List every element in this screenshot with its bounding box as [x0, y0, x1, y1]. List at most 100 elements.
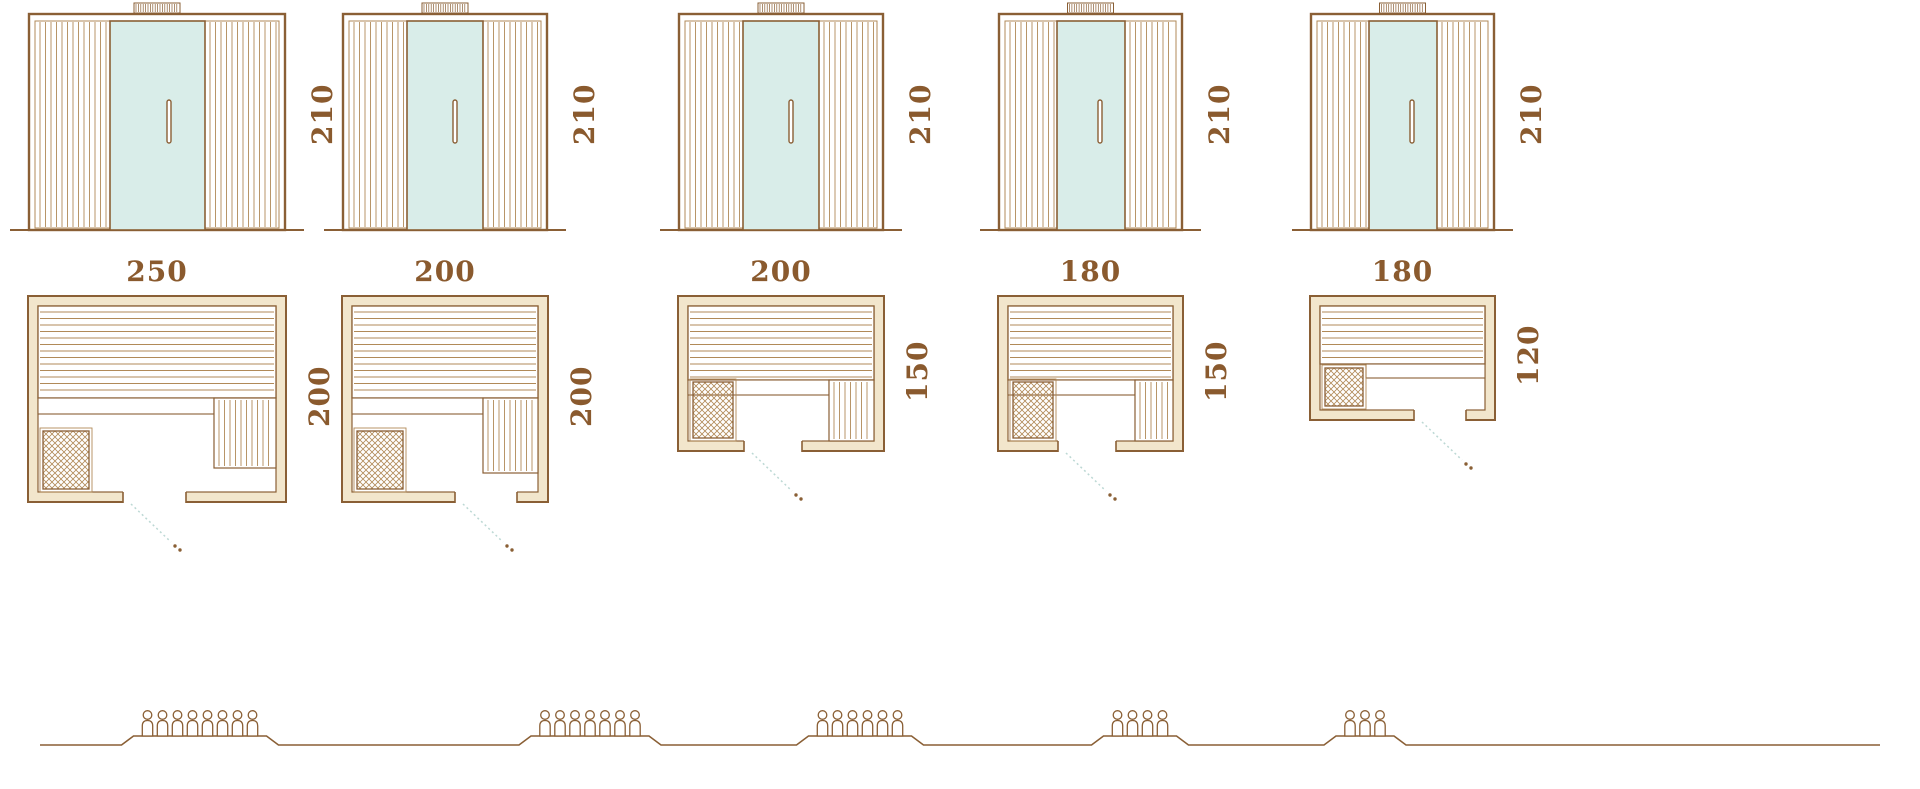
width-dimension-label: 180 [1371, 255, 1434, 288]
person-icon [1359, 710, 1371, 737]
door-opening [454, 490, 518, 505]
front-elevation [1290, 0, 1515, 236]
slat-panel [1004, 20, 1058, 229]
person-icon [614, 710, 626, 737]
slat-panel [1436, 20, 1489, 229]
person-icon [171, 710, 184, 737]
slat-panel [818, 20, 878, 229]
door-opening [743, 439, 803, 454]
person-icon [629, 710, 641, 737]
slat-panel [204, 20, 280, 229]
sauna-column-2: 210 200 200 [324, 0, 628, 570]
heater-icon [353, 427, 407, 493]
person-icon [1141, 710, 1154, 737]
person-icon [1126, 710, 1139, 737]
door-swing-icon [462, 503, 514, 552]
person-icon [201, 710, 214, 737]
person-icon [846, 710, 859, 737]
bench-step [351, 397, 484, 415]
person-icon [156, 710, 169, 737]
person-icon [554, 710, 566, 737]
ground-line [40, 735, 1880, 746]
slat-panel [34, 20, 111, 229]
heater-icon [689, 378, 737, 442]
front-elevation [322, 0, 568, 236]
person-icon [1156, 710, 1169, 737]
person-icon [141, 710, 154, 737]
person-icon [891, 710, 904, 737]
sauna-column-5: 210 180 120 [1292, 0, 1575, 570]
heater-icon [39, 427, 93, 493]
slat-panel [482, 20, 542, 229]
upper-bench [1319, 305, 1486, 365]
front-elevation [658, 0, 904, 236]
roof-vent-icon [133, 2, 181, 14]
height-dimension-label: 210 [1203, 83, 1236, 145]
person-icon [861, 710, 874, 737]
side-bench [482, 397, 539, 474]
person-icon [599, 710, 611, 737]
upper-bench [351, 305, 539, 399]
upper-bench [687, 305, 875, 381]
width-dimension-label: 250 [126, 255, 188, 288]
person-icon [216, 710, 229, 737]
person-icon [1344, 710, 1356, 737]
floor-plan [673, 294, 889, 519]
roof-vent-icon [1379, 2, 1426, 14]
floor-plan [1305, 294, 1500, 488]
door-handle-icon [788, 99, 794, 144]
upper-bench [37, 305, 277, 399]
glass-door [109, 20, 206, 231]
door-handle-icon [1097, 99, 1103, 144]
floor-plan [993, 294, 1188, 519]
capacity-figures-row [0, 640, 1920, 789]
door-swing-icon [1065, 452, 1117, 501]
roof-vent-icon [1067, 2, 1114, 14]
door-opening [1413, 408, 1467, 423]
sauna-column-3: 210 200 150 [660, 0, 964, 570]
slat-panel [1316, 20, 1370, 229]
glass-door [1368, 20, 1438, 231]
width-dimension-label: 180 [1059, 255, 1122, 288]
person-icon [1111, 710, 1124, 737]
glass-door [1056, 20, 1126, 231]
slat-panel [348, 20, 408, 229]
door-swing-icon [130, 503, 182, 552]
depth-dimension-label: 200 [303, 365, 336, 427]
side-bench [213, 397, 277, 469]
heater-icon [1321, 364, 1367, 410]
heater-icon [1009, 378, 1057, 442]
door-handle-icon [452, 99, 458, 144]
roof-vent-icon [757, 2, 805, 14]
door-handle-icon [1409, 99, 1415, 144]
height-dimension-label: 210 [1515, 83, 1548, 145]
depth-dimension-label: 120 [1512, 324, 1545, 386]
person-icon [231, 710, 244, 737]
upper-bench [1007, 305, 1174, 381]
glass-door [742, 20, 820, 231]
side-bench [1134, 379, 1174, 442]
slat-panel [684, 20, 744, 229]
person-icon [876, 710, 889, 737]
front-elevation [978, 0, 1203, 236]
door-opening [122, 490, 187, 505]
person-icon [246, 710, 259, 737]
floor-plan [23, 294, 291, 570]
depth-dimension-label: 150 [901, 340, 934, 402]
person-icon [539, 710, 551, 737]
door-swing-icon [751, 452, 803, 501]
front-elevation [8, 0, 306, 236]
height-dimension-label: 210 [568, 83, 601, 145]
glass-door [406, 20, 484, 231]
depth-dimension-label: 150 [1200, 340, 1233, 402]
height-dimension-label: 210 [904, 83, 937, 145]
slat-panel [1124, 20, 1177, 229]
person-icon [831, 710, 844, 737]
person-icon [584, 710, 596, 737]
side-bench [828, 379, 875, 442]
person-icon [1374, 710, 1386, 737]
door-opening [1057, 439, 1117, 454]
width-dimension-label: 200 [750, 255, 812, 288]
person-icon [816, 710, 829, 737]
door-handle-icon [166, 99, 172, 144]
